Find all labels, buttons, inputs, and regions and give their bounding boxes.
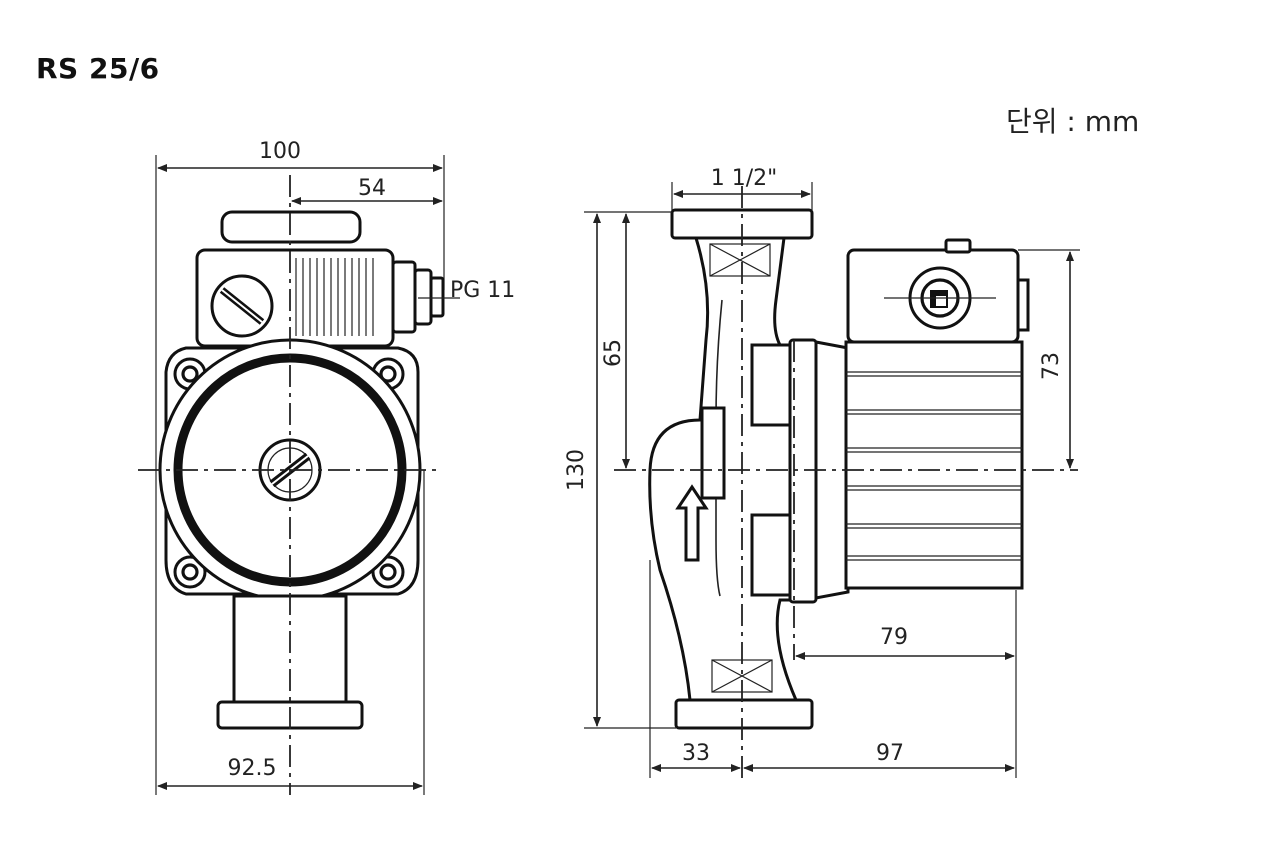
terminal-cover — [220, 210, 362, 244]
cable-gland — [391, 260, 417, 334]
terminal-fins — [295, 258, 374, 336]
connector-label: PG 11 — [450, 278, 515, 303]
dim-height-upper: 65 — [601, 339, 626, 367]
dim-height-total: 130 — [564, 449, 589, 491]
casing-boss-upper — [750, 343, 794, 427]
dim-box-height: 73 — [1039, 352, 1064, 380]
front-view: 100 54 PG 11 — [138, 139, 515, 795]
motor-ribs — [846, 371, 1022, 561]
dim-width-bottom: 92.5 — [228, 756, 277, 781]
dim-depth: 97 — [876, 741, 904, 766]
dim-width-top: 100 — [259, 139, 301, 164]
impeller-hub — [700, 406, 726, 500]
dim-inlet-offset: 33 — [682, 741, 710, 766]
casing-boss-lower — [750, 513, 794, 597]
dim-offset-top: 54 — [358, 176, 386, 201]
unit-label: 단위 : mm — [1006, 105, 1140, 138]
flow-arrow — [675, 484, 709, 562]
side-view: 1 1/2" — [564, 166, 1080, 780]
drawing-title: RS 25/6 — [36, 52, 160, 85]
dim-motor-length: 79 — [880, 625, 908, 650]
dim-thread: 1 1/2" — [711, 166, 778, 191]
motor-body — [844, 340, 1024, 590]
pipe-union-bottom — [674, 698, 814, 730]
